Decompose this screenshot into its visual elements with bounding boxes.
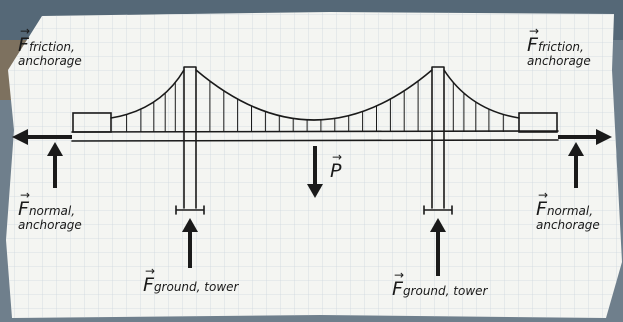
- ground-right-arrow: [430, 218, 446, 276]
- right-tower-base: [423, 205, 453, 215]
- ground-right-label: Fground, tower: [392, 269, 487, 299]
- main-cable-center: [195, 69, 433, 121]
- bridge-deck: [71, 130, 559, 142]
- ground-left-arrow: [182, 218, 198, 268]
- weight-arrow: [307, 146, 323, 198]
- normal-right-arrow: [568, 142, 584, 188]
- normal-right-label: Fnormal, anchorage: [536, 189, 600, 231]
- friction-left-label: Ffriction, anchorage: [18, 25, 82, 67]
- normal-left-arrow: [47, 142, 63, 188]
- suspender-cables: [126, 81, 504, 132]
- right-anchorage-block: [518, 112, 558, 133]
- ground-left-label: Fground, tower: [143, 265, 238, 295]
- left-tower-base: [175, 205, 205, 215]
- right-tower: [431, 66, 445, 209]
- left-tower: [183, 66, 197, 209]
- left-anchorage-block: [72, 112, 112, 133]
- normal-left-label: Fnormal, anchorage: [18, 189, 82, 231]
- weight-label: P: [330, 151, 343, 181]
- friction-right-label: Ffriction, anchorage: [527, 25, 591, 67]
- friction-right-arrow: [558, 129, 612, 145]
- friction-left-arrow: [12, 129, 72, 145]
